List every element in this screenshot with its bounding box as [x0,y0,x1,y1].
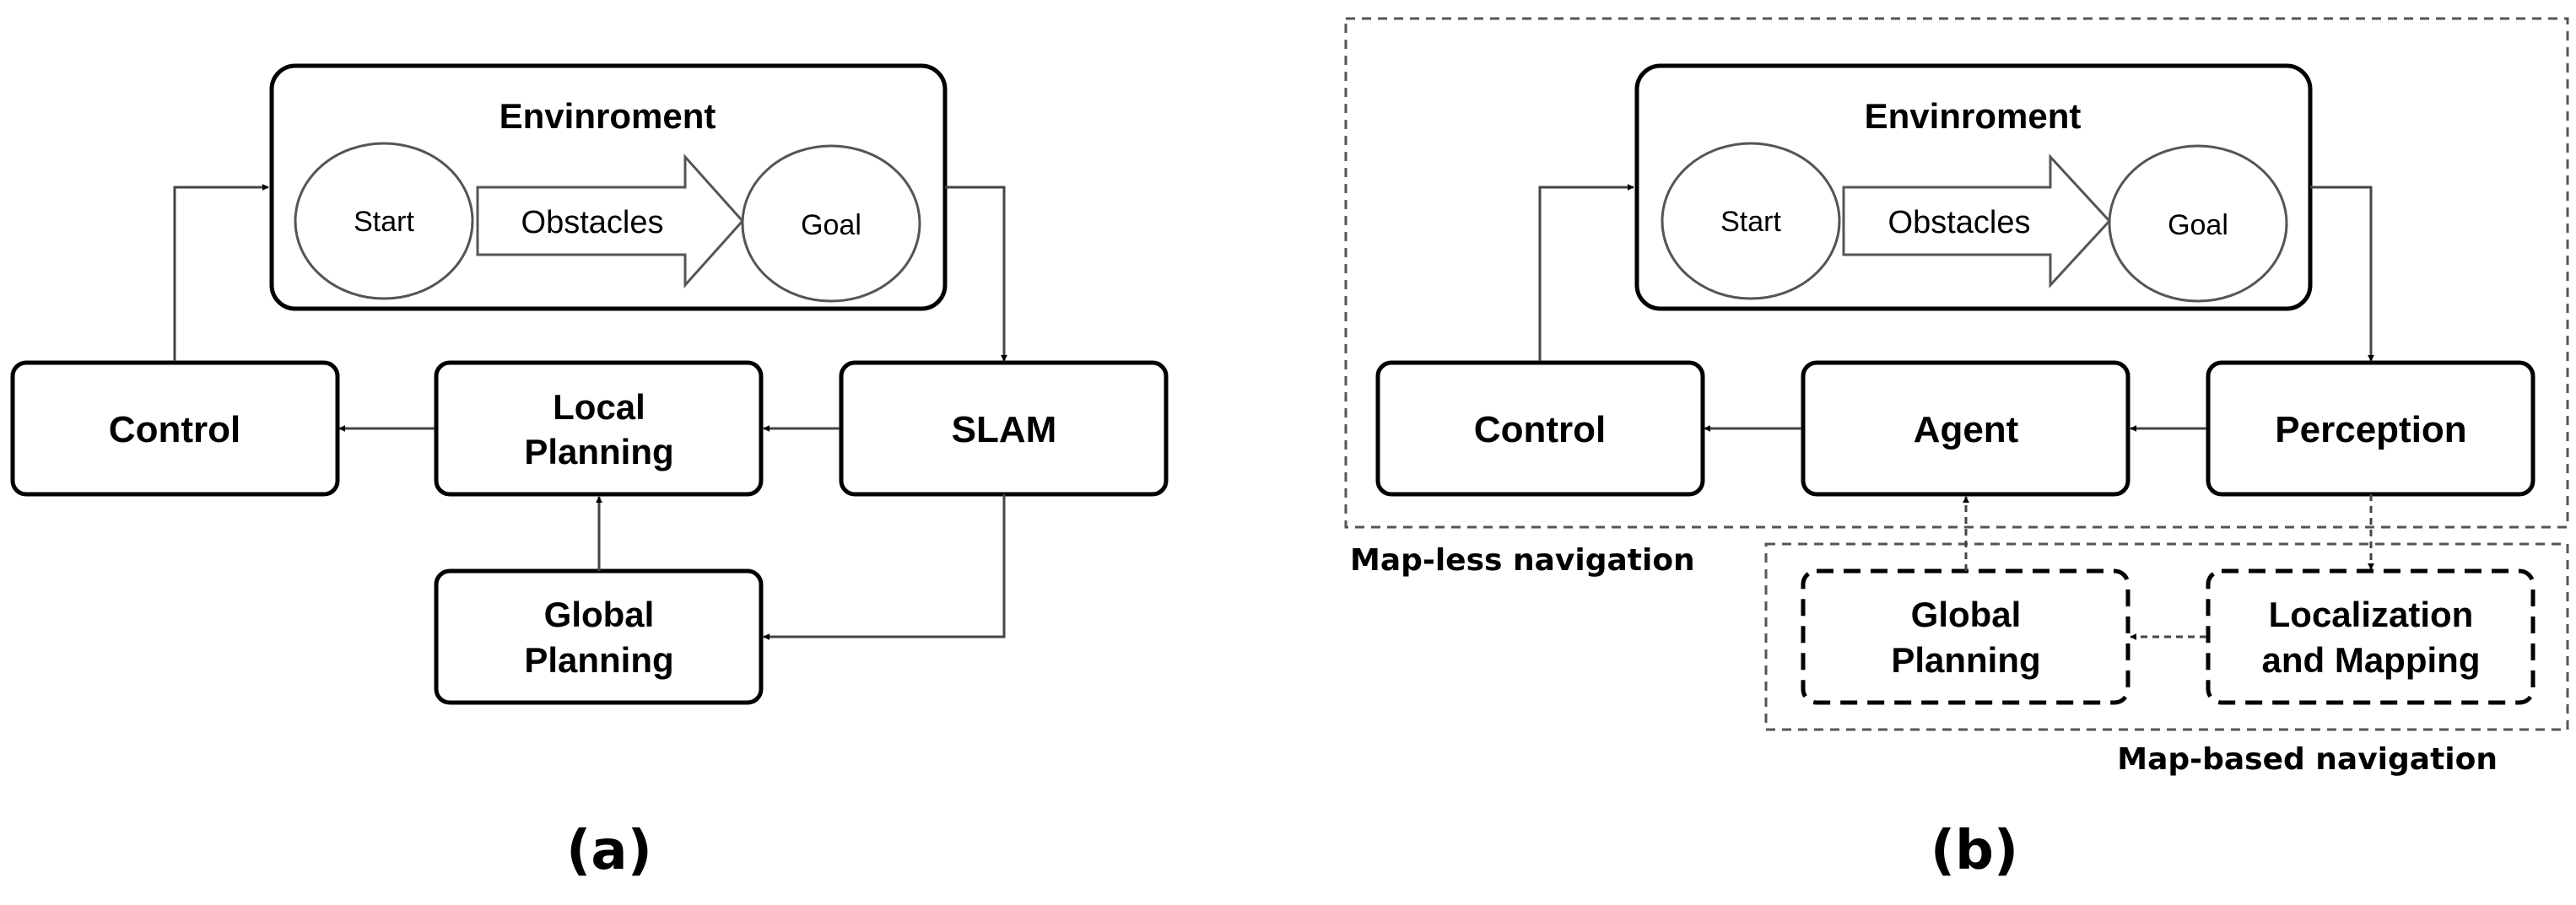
obstacles-arrow-b [1842,154,2112,288]
local-planning-box-a: Local Planning [434,360,764,497]
agent-label-b: Agent [1914,409,2019,450]
agent-box-b: Agent [1801,360,2130,497]
global-planning-box-b: Global Planning [1801,568,2130,705]
global-planning-box-a: Global Planning [434,568,764,705]
start-node-b [1661,142,1841,300]
environment-title-a: Envinroment [500,96,716,136]
mapless-label: Map-less navigation [1350,543,1695,578]
caption-b: (b) [1931,820,2018,882]
arrow-env-to-perception-b [2310,186,2374,362]
slam-label-a: SLAM [952,409,1057,450]
goal-label-a: Goal [801,209,861,241]
local-planning-line2-a: Planning [524,432,673,471]
panel-a: Envinroment Start Obstacles Goal Control… [10,63,1169,882]
arrow-env-to-slam-a [945,186,1007,362]
mapbased-region [1764,542,2569,731]
localization-line1-b: Localization [2269,595,2474,634]
arrow-slam-to-global-a [763,494,1006,640]
environment-title-b: Envinroment [1865,96,2082,136]
start-node-a [294,142,474,300]
arrow-control-to-env-b [1538,184,1634,361]
caption-a: (a) [566,820,652,882]
slam-box-a: SLAM [839,360,1169,497]
global-planning-line1-b: Global [1911,595,2022,634]
local-planning-line1-a: Local [553,387,645,427]
control-label-a: Control [109,409,240,450]
environment-box-b: Envinroment Start Obstacles Goal [1634,63,2313,311]
obstacles-arrow-a [476,154,745,288]
localization-box-b: Localization and Mapping [2206,568,2535,705]
start-label-a: Start [354,206,414,238]
connectors-b [1538,184,2374,640]
connectors-a [173,184,1007,640]
control-box-b: Control [1375,360,1705,497]
environment-box-a: Envinroment Start Obstacles Goal [269,63,948,311]
arrow-control-to-env-a [173,184,269,361]
mapless-region [1344,17,2569,529]
control-box-a: Control [10,360,340,497]
control-label-b: Control [1474,409,1606,450]
global-planning-line2-b: Planning [1891,640,2040,680]
global-planning-line1-a: Global [544,595,655,634]
panel-b: Map-less navigation Map-based navigation… [1344,17,2569,882]
start-label-b: Start [1720,206,1781,238]
localization-line2-b: and Mapping [2262,640,2481,680]
obstacles-label-b: Obstacles [1888,205,2031,240]
mapbased-label: Map-based navigation [2117,742,2498,777]
global-planning-line2-a: Planning [524,640,673,680]
goal-label-b: Goal [2168,209,2228,241]
goal-node-b [2108,144,2288,303]
goal-node-a [741,144,921,303]
obstacles-label-a: Obstacles [521,205,664,240]
perception-label-b: Perception [2275,409,2466,450]
perception-box-b: Perception [2206,360,2535,497]
